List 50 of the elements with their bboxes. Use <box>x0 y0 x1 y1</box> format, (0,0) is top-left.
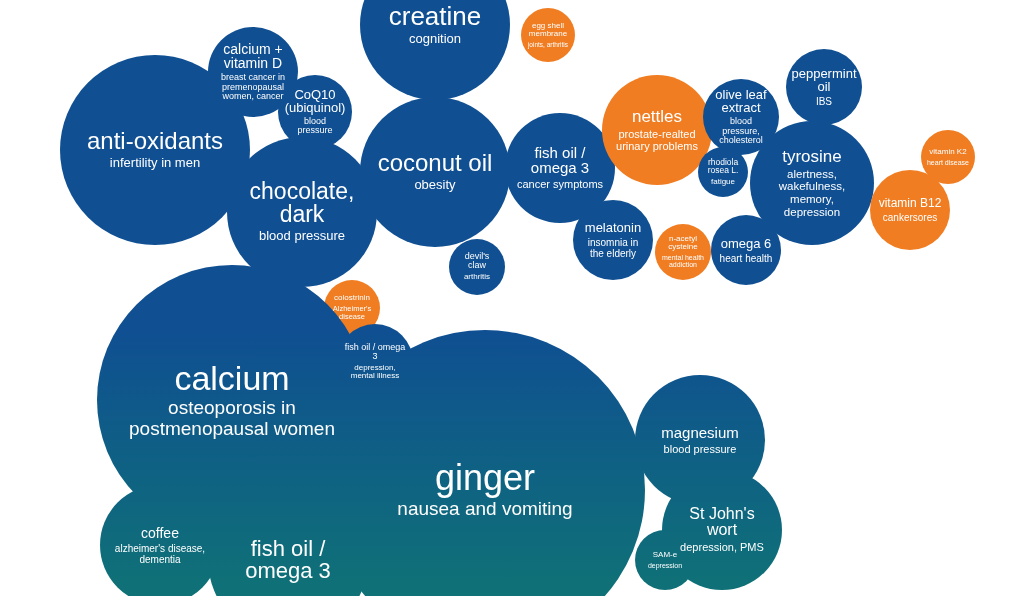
health-condition: obesity <box>414 178 456 193</box>
health-condition: insomnia in the elderly <box>586 237 640 259</box>
supplement-name: vitamin B12 <box>878 197 942 209</box>
supplement-name: egg shell membrane <box>527 21 569 38</box>
health-condition: osteoporosis in postmenopausal women <box>128 397 336 440</box>
supplement-name: CoQ10 (ubiquinol) <box>284 87 346 114</box>
supplement-name: creatine <box>388 3 482 30</box>
health-condition: blood pressure, cholesterol <box>718 116 764 147</box>
supplement-name: calcium + vitamin D <box>222 41 284 70</box>
health-condition: blood pressure <box>663 442 737 456</box>
health-condition: blood pressure <box>259 229 345 244</box>
supplement-name: vitamin K2 <box>929 147 967 156</box>
health-condition: nausea and vomiting <box>397 499 573 520</box>
health-condition: depression, mental illness <box>349 363 401 382</box>
health-condition: fatigue <box>711 177 735 187</box>
health-condition: blood pressure <box>296 116 334 137</box>
supplement-name: SAM-e <box>652 550 678 559</box>
supplement-name: chocolate, dark <box>248 180 356 227</box>
supplement-name: omega 6 <box>720 236 772 250</box>
supplement-name: n-acetyl cysteine <box>667 234 699 251</box>
supplement-name: calcium <box>174 360 290 395</box>
supplement-name: St John's wort <box>688 506 756 539</box>
supplement-name: tyrosine <box>782 147 842 165</box>
health-condition: cancer symptoms <box>516 178 604 191</box>
health-condition: alzheimer's disease, dementia <box>113 542 207 565</box>
supplement-name: melatonin <box>584 221 642 234</box>
health-condition: alertness, wakefulness, memory, depression <box>777 167 847 219</box>
supplement-name: colostrinin <box>334 294 370 303</box>
supplement-name: ginger <box>434 460 536 497</box>
health-condition: cankersores <box>882 212 938 223</box>
supplement-name: coffee <box>141 525 179 540</box>
supplement-name: nettles <box>631 107 683 125</box>
supplement-name: anti-oxidants <box>86 129 224 154</box>
supplement-name: fish oil / omega 3 <box>529 145 591 176</box>
supplement-name: magnesium <box>661 424 739 440</box>
supplement-name: devil's claw <box>463 252 491 271</box>
health-condition: infertility in men <box>109 156 201 171</box>
health-condition: prostate-realted urinary problems <box>615 127 699 153</box>
supplement-name: olive leaf extract <box>714 87 768 114</box>
health-condition: arthritis <box>463 273 491 282</box>
health-condition: breast cancer in premenopausal women, cancer <box>219 72 285 103</box>
health-condition: IBS <box>815 96 833 107</box>
supplement-name: fish oil / omega 3 <box>344 342 406 361</box>
supplement-name: coconut oil <box>377 151 493 176</box>
supplement-name: rhodiola rosea L. <box>706 157 740 175</box>
health-condition: heart health <box>719 252 773 264</box>
health-condition: depression, PMS <box>680 541 764 554</box>
health-condition: cognition <box>408 32 461 47</box>
supplement-name: peppermint oil <box>791 67 857 93</box>
supplement-name: fish oil / omega 3 <box>244 538 332 582</box>
